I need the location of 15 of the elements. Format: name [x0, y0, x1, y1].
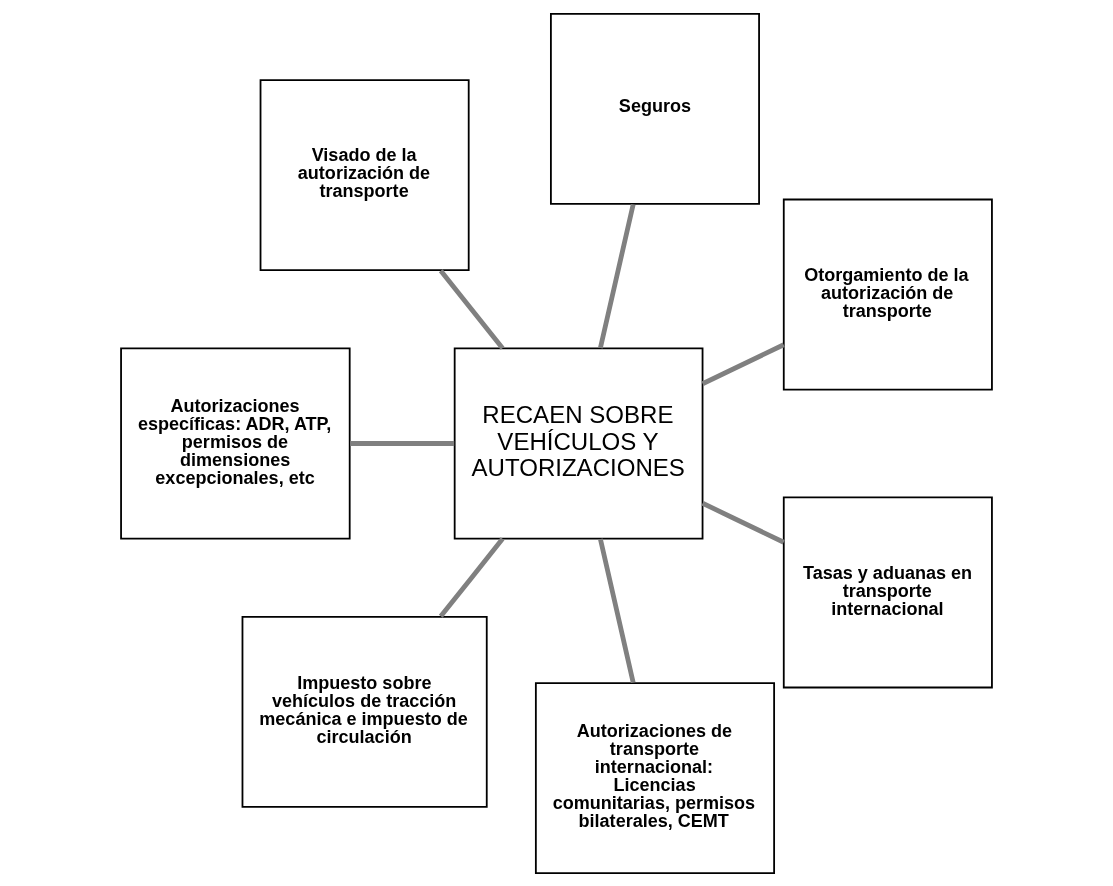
- connector: [438, 536, 505, 618]
- node-box: RECAEN SOBRE VEHÍCULOS Y AUTORIZACIONES: [453, 347, 704, 539]
- node-box: Tasas y aduanas en transporte internacional: [782, 495, 993, 688]
- connector: [701, 342, 785, 386]
- node-box: Autorizaciones de transporte internacional: Licencias comunitarias, permisos bilaterales, CEMT: [534, 681, 775, 874]
- node-box: Seguros: [550, 12, 760, 205]
- node-box: Impuesto sobre vehículos de tracción mecánica e impuesto de circulación: [241, 615, 488, 808]
- connector: [438, 268, 505, 350]
- connector: [598, 203, 636, 349]
- connector: [701, 500, 785, 544]
- node-box: Otorgamiento de la autorización de transporte: [782, 198, 993, 391]
- connector: [598, 537, 636, 683]
- node-box: Autorizaciones específicas: ADR, ATP, permisos de dimensiones excepcionales, etc: [120, 347, 351, 539]
- node-box: Visado de la autorización de transporte: [259, 78, 470, 271]
- connector: [350, 440, 455, 446]
